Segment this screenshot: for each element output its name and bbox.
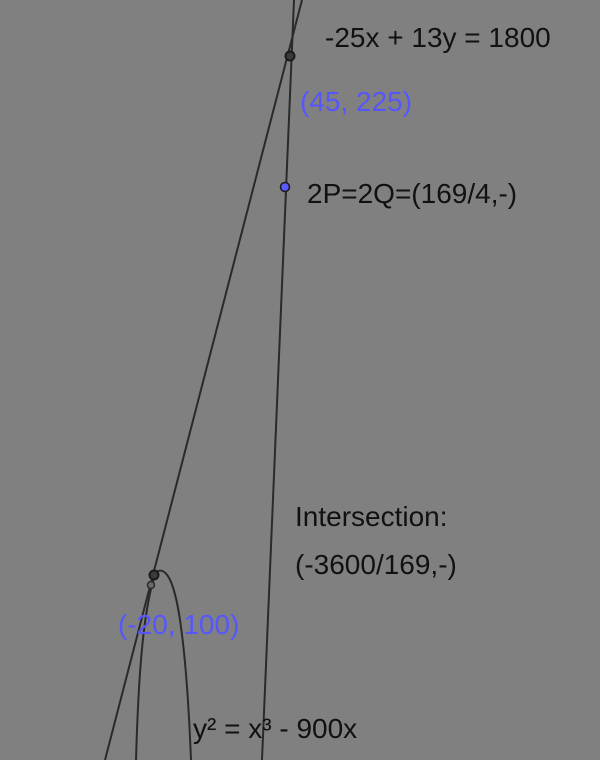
doubling-point-label: 2P=2Q=(169/4,-) <box>307 178 517 209</box>
tangent-line <box>261 0 295 760</box>
elliptic-curve-branch <box>135 569 192 760</box>
intersection-value-label: (-3600/169,-) <box>295 549 457 580</box>
intersection-point[interactable] <box>146 580 156 590</box>
secant-line <box>104 0 303 760</box>
doubling-point[interactable] <box>279 181 291 193</box>
point-bottom-label: (-20, 100) <box>118 609 239 640</box>
point-top-label: (45, 225) <box>300 86 412 117</box>
intersection-title-label: Intersection: <box>295 501 448 532</box>
point-bottom[interactable] <box>148 569 160 581</box>
curve-equation-label: y² = x³ - 900x <box>193 713 357 744</box>
line-equation-label: -25x + 13y = 1800 <box>325 22 551 53</box>
point-top[interactable] <box>284 50 296 62</box>
